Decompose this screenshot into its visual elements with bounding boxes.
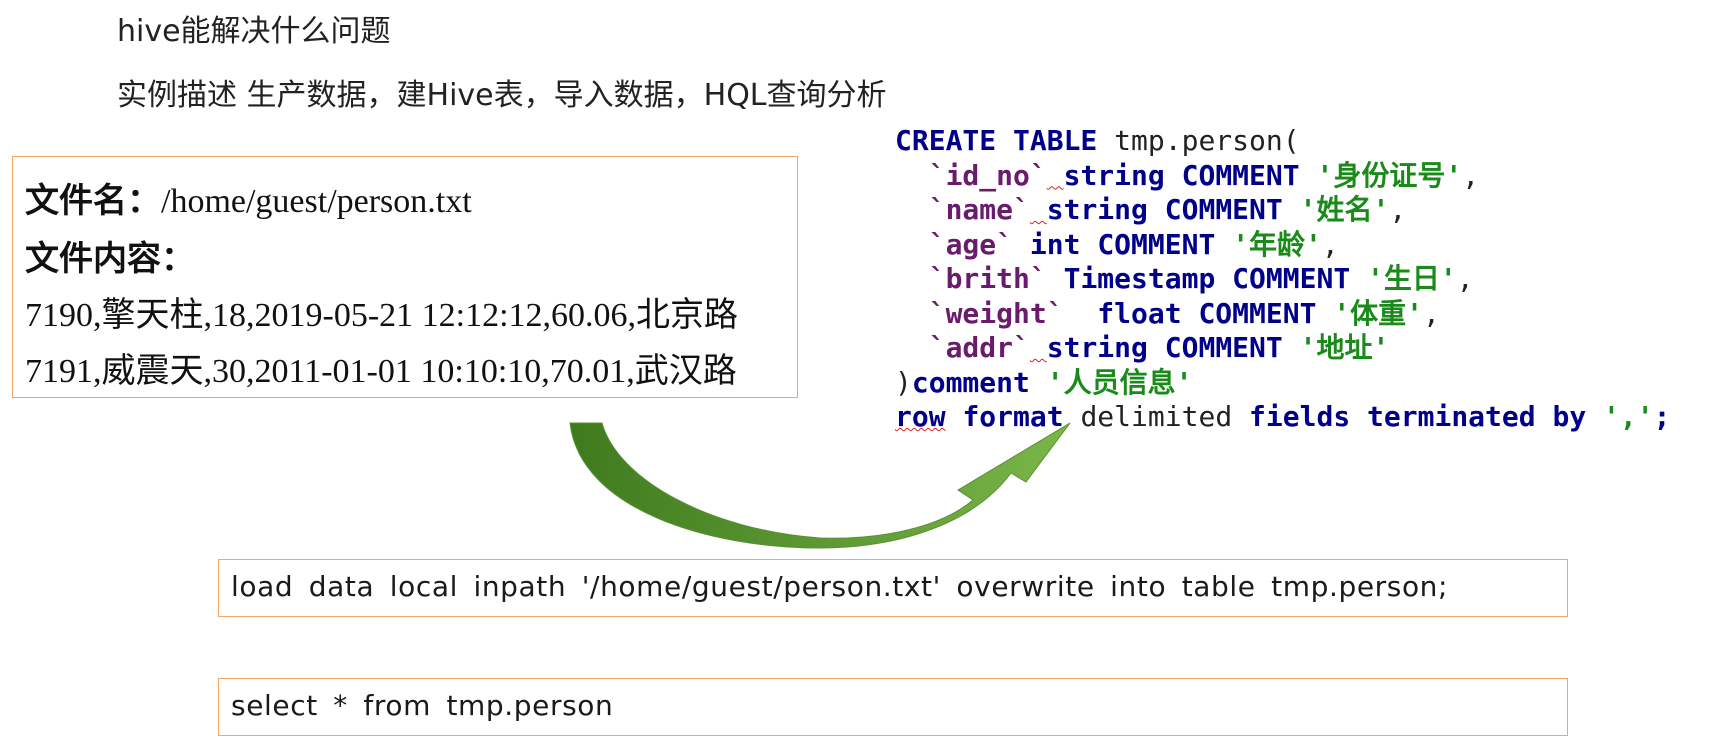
file-row: 7191,威震天,30,2011-01-01 10:10:10,70.01,武汉… bbox=[25, 353, 737, 390]
file-name-value: /home/guest/person.txt bbox=[161, 183, 472, 220]
sql-comment-keyword: COMMENT bbox=[1164, 331, 1283, 364]
sql-row-keyword: row bbox=[895, 400, 946, 433]
page-title: hive能解决什么问题 bbox=[117, 14, 391, 49]
sql-column-comment: '生日' bbox=[1367, 262, 1457, 295]
sql-column-comment: '姓名' bbox=[1299, 193, 1390, 226]
file-row: 7190,擎天柱,18,2019-05-21 12:12:12,60.06,北京… bbox=[25, 297, 739, 334]
sql-column-comment: '年龄' bbox=[1232, 227, 1322, 261]
sql-comment-keyword: COMMENT bbox=[1097, 227, 1216, 261]
select-command-box: select * from tmp.person bbox=[218, 678, 1568, 736]
sql-column-type: string bbox=[1046, 193, 1148, 226]
sql-column-name: `age` bbox=[928, 227, 1014, 261]
sql-delimiter: ',' bbox=[1603, 400, 1654, 433]
sql-table-comment-keyword: comment bbox=[911, 365, 1030, 399]
sql-column-name: `addr` bbox=[928, 331, 1030, 364]
sql-column-end: , bbox=[1462, 158, 1480, 192]
curved-arrow-icon bbox=[569, 422, 1071, 549]
file-name-label: 文件名： bbox=[25, 183, 161, 220]
sql-column-type: float bbox=[1097, 296, 1182, 330]
sql-delimited: delimited bbox=[1080, 400, 1233, 433]
sql-column-name: `id_no` bbox=[928, 158, 1047, 192]
page-subtitle: 实例描述 生产数据，建Hive表，导入数据，HQL查询分析 bbox=[117, 78, 887, 113]
sql-column-name: `brith` bbox=[928, 262, 1047, 295]
sql-semicolon: ; bbox=[1653, 400, 1671, 433]
load-command-box: load data local inpath '/home/guest/pers… bbox=[218, 559, 1568, 617]
sql-comment-keyword: COMMENT bbox=[1198, 296, 1317, 330]
sql-column-end: , bbox=[1321, 227, 1339, 261]
select-command: select * from tmp.person bbox=[231, 689, 614, 722]
sql-comment-keyword: COMMENT bbox=[1164, 193, 1283, 226]
sql-column-name: `weight` bbox=[928, 296, 1064, 330]
sql-column-type: string bbox=[1063, 158, 1165, 192]
sql-table-name: tmp.person( bbox=[1097, 124, 1300, 157]
sql-comment-keyword: COMMENT bbox=[1232, 262, 1351, 295]
sql-table-comment: '人员信息' bbox=[1046, 365, 1193, 399]
sql-column-comment: '地址' bbox=[1299, 331, 1390, 364]
sql-column-comment: '身份证号' bbox=[1316, 158, 1463, 192]
sql-column-end: , bbox=[1389, 193, 1407, 226]
sql-comment-keyword: COMMENT bbox=[1181, 158, 1300, 192]
file-name-line: 文件名：/home/guest/person.txt bbox=[25, 173, 472, 222]
sql-column-type: int bbox=[1029, 227, 1081, 261]
sql-fields-keyword: fields terminated by bbox=[1249, 400, 1587, 433]
file-content-label: 文件内容： bbox=[25, 241, 195, 278]
sql-format-keyword: format bbox=[962, 400, 1064, 433]
sql-keyword: CREATE TABLE bbox=[895, 124, 1098, 157]
sql-column-type: Timestamp bbox=[1063, 262, 1216, 295]
sql-column-name: `name` bbox=[928, 193, 1030, 226]
file-info-box: 文件名：/home/guest/person.txt 文件内容： 7190,擎天… bbox=[12, 156, 798, 398]
sql-column-comment: '体重' bbox=[1333, 296, 1424, 330]
sql-column-end: , bbox=[1423, 296, 1440, 330]
load-command: load data local inpath '/home/guest/pers… bbox=[231, 570, 1449, 603]
sql-column-end: , bbox=[1456, 262, 1474, 295]
create-table-sql: CREATE TABLE tmp.person( `id_no` string … bbox=[895, 124, 1670, 435]
sql-close-paren: ) bbox=[895, 365, 912, 399]
file-content-line: 文件内容： bbox=[25, 231, 195, 280]
sql-column-type: string bbox=[1046, 331, 1148, 364]
